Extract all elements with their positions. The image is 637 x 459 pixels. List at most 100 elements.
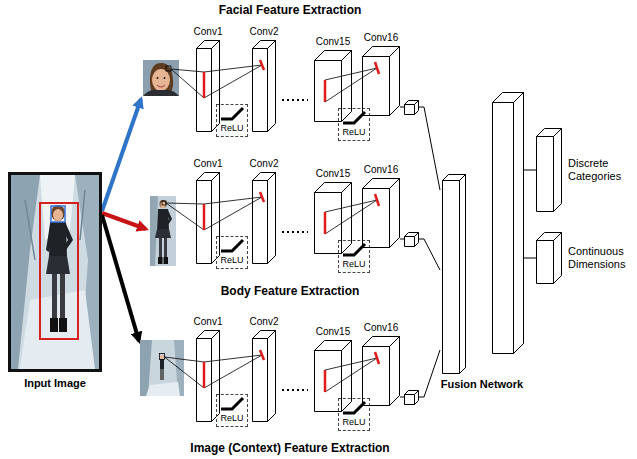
patch <box>166 66 171 71</box>
face <box>160 202 165 208</box>
layer-label: Conv16 <box>364 32 398 44</box>
activation-label: ReLU <box>342 259 365 270</box>
person-arm <box>46 224 53 252</box>
slab-face <box>197 339 212 422</box>
receptive-field <box>204 192 379 255</box>
slab-face <box>390 47 400 116</box>
input-photo <box>11 175 99 369</box>
feature-cube <box>405 391 419 405</box>
crop-arrow <box>102 215 139 341</box>
slab-face <box>363 57 390 116</box>
layer-label: Conv2 <box>250 316 279 328</box>
body-box <box>40 203 78 339</box>
slab-face <box>514 93 524 354</box>
activation-label: ReLU <box>342 417 365 428</box>
layer-label: Conv2 <box>250 26 279 38</box>
person-leg <box>52 274 57 320</box>
layer-slab <box>443 175 466 374</box>
input-image: Input Image <box>8 172 102 390</box>
layer-slab <box>253 331 276 422</box>
layer-label: Conv15 <box>316 168 350 180</box>
patch <box>160 354 165 360</box>
relu-box: ReLU <box>216 236 248 269</box>
slab-face <box>342 183 352 254</box>
slab-face <box>390 179 400 248</box>
slab-face <box>197 181 212 264</box>
layer-slab <box>493 93 524 354</box>
conv-layer: Conv1 <box>194 158 223 264</box>
conv-layer: Conv15 <box>314 36 352 122</box>
slab-face <box>554 129 562 212</box>
conv-layer: Conv16 <box>362 322 400 406</box>
node-outline <box>252 330 276 422</box>
layer-label: Conv16 <box>364 322 398 334</box>
eye <box>164 77 166 79</box>
image-caption: Input Image <box>24 377 86 390</box>
receptive-field <box>204 350 379 413</box>
slab-face <box>197 49 212 132</box>
output-layer: Discrete Categories <box>536 128 628 212</box>
node-outline <box>252 172 276 264</box>
leg <box>162 369 163 380</box>
snow-floor <box>146 382 180 396</box>
body-crop <box>150 196 204 266</box>
person-hair <box>51 205 65 221</box>
slab-face <box>554 233 562 284</box>
activation-label: ReLU <box>220 413 243 424</box>
mouth <box>157 85 165 87</box>
leg <box>164 238 167 258</box>
leg <box>159 238 162 258</box>
slab-face <box>342 51 352 122</box>
person-boot <box>59 318 67 332</box>
face-crop <box>143 60 204 98</box>
projection-line <box>171 69 204 98</box>
shoulders <box>143 90 179 96</box>
layer-slab <box>363 179 400 248</box>
layer-label: Conv16 <box>364 164 398 176</box>
boot <box>164 257 169 264</box>
slab-face <box>253 339 268 422</box>
projection-line <box>166 203 204 204</box>
activation-label: ReLU <box>342 127 365 138</box>
slab-face <box>253 181 268 264</box>
feature-cube <box>405 101 419 115</box>
conv-layer: Conv2 <box>250 158 279 264</box>
crop-ground <box>143 60 179 96</box>
projection-line <box>165 357 205 388</box>
node-outline <box>314 340 352 412</box>
slab-face <box>253 49 268 132</box>
layer-label: Conv1 <box>194 158 223 170</box>
crop-arrow <box>102 99 141 211</box>
feature-cube <box>405 233 419 247</box>
connector-line <box>400 350 440 397</box>
layer-slab <box>315 183 352 254</box>
layer-label: Conv15 <box>316 36 350 48</box>
relu-box: ReLU <box>338 398 370 431</box>
projection-line <box>166 203 204 230</box>
symbol-space <box>354 401 355 417</box>
conv-layer: Conv16 <box>362 164 400 248</box>
face-box <box>51 206 65 222</box>
patch <box>162 201 166 205</box>
connector-line <box>400 107 440 190</box>
node-outline <box>362 46 400 116</box>
person-boot <box>50 318 58 332</box>
layer-label: Conv2 <box>250 158 279 170</box>
slab-face <box>443 181 460 374</box>
layer-slab <box>253 173 276 264</box>
leg <box>160 369 161 380</box>
slab-face <box>537 241 554 284</box>
slab-face <box>268 331 276 422</box>
relu-box: ReLU <box>216 104 248 137</box>
node-outline <box>536 128 562 212</box>
crop-ground <box>150 196 176 266</box>
layer-slab <box>315 51 352 122</box>
node-outline <box>314 50 352 122</box>
conv-layer: Conv15 <box>314 168 352 254</box>
symbol-space <box>232 397 233 413</box>
conv-layer: Conv1 <box>194 26 223 132</box>
slab-face <box>460 175 466 374</box>
